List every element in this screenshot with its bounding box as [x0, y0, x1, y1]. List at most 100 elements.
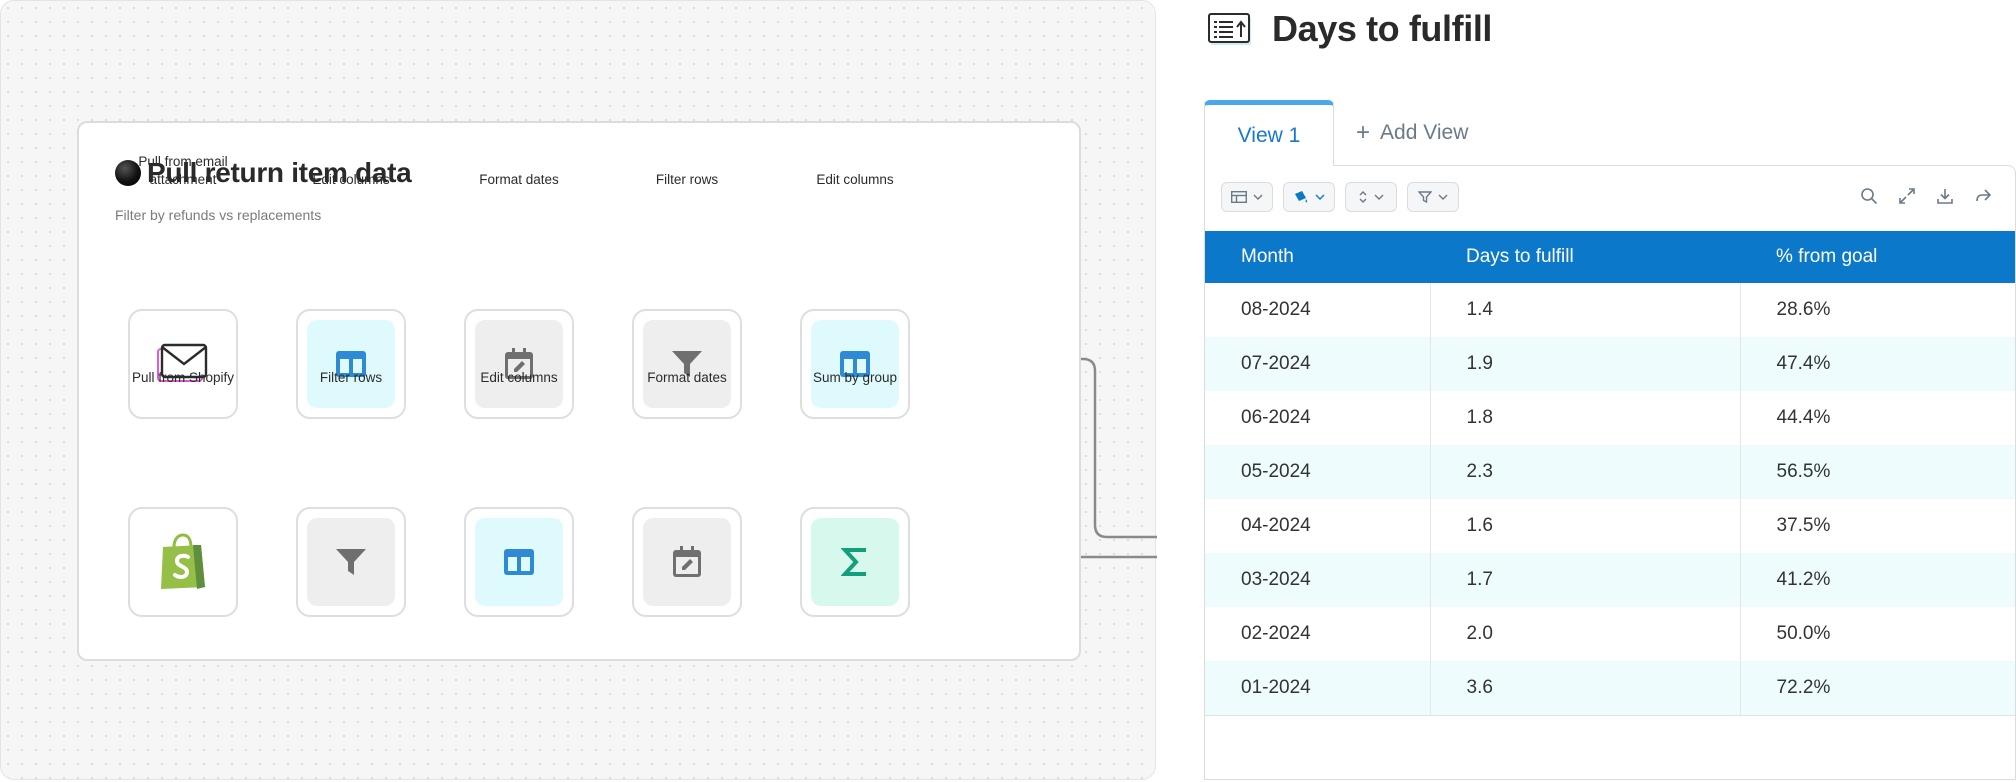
step-box[interactable] — [464, 309, 574, 419]
table-row: 06-2024 1.8 44.4% — [1205, 391, 2015, 445]
tab-view-1[interactable]: View 1 — [1204, 100, 1334, 166]
step-box[interactable] — [296, 309, 406, 419]
table-cell[interactable]: 07-2024 — [1205, 337, 1431, 391]
chevron-down-icon — [1374, 194, 1384, 200]
table-cell[interactable]: 1.7 — [1430, 553, 1741, 607]
table-toolbar — [1221, 182, 1459, 212]
step-label: Filter rows — [319, 370, 383, 385]
table-cell[interactable]: 04-2024 — [1205, 499, 1431, 553]
search-button[interactable] — [1859, 186, 1879, 206]
columns-icon — [504, 549, 534, 575]
table-cell[interactable]: 01-2024 — [1205, 661, 1431, 716]
table-row: 08-2024 1.4 28.6% — [1205, 283, 2015, 337]
sigma-icon — [841, 548, 866, 576]
table-cell[interactable]: 2.0 — [1430, 607, 1741, 661]
table-cell[interactable]: 1.4 — [1430, 283, 1741, 337]
filter-dropdown[interactable] — [1407, 182, 1459, 212]
table-row: 03-2024 1.7 41.2% — [1205, 553, 2015, 607]
columns-icon — [840, 351, 870, 377]
add-view-button[interactable]: + Add View — [1334, 100, 1468, 166]
flow-subtitle: Filter by refunds vs replacements — [115, 207, 322, 223]
add-view-label: Add View — [1380, 121, 1469, 144]
expand-icon — [1899, 188, 1915, 204]
table-header-row: Month Days to fulfill % from goal — [1205, 231, 2015, 283]
table-panel: Month Days to fulfill % from goal 08-202… — [1204, 165, 2016, 780]
step-box[interactable] — [800, 309, 910, 419]
filter-icon — [672, 351, 702, 377]
column-header[interactable]: % from goal — [1740, 231, 2015, 283]
table-cell[interactable]: 1.8 — [1430, 391, 1741, 445]
table-cell[interactable]: 47.4% — [1740, 337, 2015, 391]
step-box[interactable] — [800, 507, 910, 617]
table-row: 05-2024 2.3 56.5% — [1205, 445, 2015, 499]
data-table: Month Days to fulfill % from goal 08-202… — [1205, 231, 2015, 716]
table-cell[interactable]: 37.5% — [1776, 515, 1831, 536]
flow-title-row: Pull return item data — [115, 157, 412, 189]
step-box[interactable] — [296, 507, 406, 617]
step-label: Edit columns — [480, 370, 558, 385]
table-cell[interactable]: 1.9 — [1430, 337, 1741, 391]
email-icon — [157, 343, 208, 382]
shopify-icon — [161, 533, 205, 589]
flow-card[interactable]: Pull return item data Filter by refunds … — [77, 121, 1081, 661]
step-box[interactable] — [632, 309, 742, 419]
step-box[interactable] — [128, 507, 238, 617]
step-label: Edit columns — [312, 172, 390, 187]
plus-icon: + — [1356, 119, 1371, 146]
step-box[interactable] — [128, 309, 238, 419]
filter-icon — [336, 549, 366, 575]
filter-icon — [1418, 191, 1432, 203]
panel-header: Days to fulfill — [1208, 8, 1492, 50]
table-cell[interactable]: 02-2024 — [1205, 607, 1431, 661]
status-dot-icon — [115, 160, 141, 186]
panel-title: Days to fulfill — [1272, 8, 1493, 49]
table-cell[interactable]: 08-2024 — [1205, 283, 1431, 337]
table-cell[interactable]: 2.3 — [1430, 445, 1741, 499]
search-icon — [1861, 188, 1878, 205]
share-button[interactable] — [1973, 186, 1993, 206]
table-cell[interactable]: 44.4% — [1776, 407, 1831, 428]
calendar-edit-icon — [673, 546, 701, 577]
sort-dropdown[interactable] — [1345, 182, 1397, 212]
table-row: 02-2024 2.0 50.0% — [1205, 607, 2015, 661]
column-header[interactable]: Month — [1205, 231, 1430, 283]
workflow-canvas[interactable]: Pull return item data Filter by refunds … — [0, 0, 1157, 780]
table-cell[interactable]: 72.2% — [1740, 661, 2015, 716]
view-tabs: View 1 + Add View — [1204, 100, 1468, 166]
step-label: Format dates — [479, 172, 559, 187]
table-cell[interactable]: 56.5% — [1740, 445, 2015, 499]
chevron-down-icon — [1315, 194, 1325, 200]
step-label: Sum by group — [812, 370, 898, 385]
calendar-edit-icon — [505, 348, 533, 379]
tab-connector — [1205, 163, 1333, 167]
column-header[interactable]: Days to fulfill — [1430, 231, 1740, 283]
table-cell[interactable]: 1.6 — [1430, 499, 1741, 553]
table-row: 01-2024 3.6 72.2% — [1205, 661, 2015, 716]
step-label: Pull from Shopify — [131, 370, 235, 385]
table-cell[interactable]: 41.2% — [1740, 553, 2015, 607]
table-row: 07-2024 1.9 47.4% — [1205, 337, 2015, 391]
step-box[interactable] — [464, 507, 574, 617]
step-box[interactable] — [632, 507, 742, 617]
color-dropdown[interactable] — [1283, 182, 1335, 212]
table-cell[interactable]: 50.0% — [1776, 623, 1831, 644]
step-label: Filter rows — [655, 172, 719, 187]
table-view-dropdown[interactable] — [1221, 182, 1273, 212]
table-row: 04-2024 1.6 37.5% — [1205, 499, 2015, 553]
chevron-down-icon — [1253, 194, 1263, 200]
table-cell[interactable]: 3.6 — [1430, 661, 1741, 716]
table-cell[interactable]: 06-2024 — [1205, 391, 1431, 445]
expand-button[interactable] — [1897, 186, 1917, 206]
table-cell[interactable]: 05-2024 — [1205, 445, 1431, 499]
sort-icon — [1359, 191, 1367, 203]
download-button[interactable] — [1935, 186, 1955, 206]
step-label: Pull from email attachment — [138, 154, 228, 187]
table-cell[interactable]: 03-2024 — [1205, 553, 1431, 607]
table-export-icon — [1208, 13, 1251, 45]
output-wire-1 — [910, 357, 1157, 539]
share-icon — [1976, 189, 1992, 202]
table-cell[interactable]: 28.6% — [1776, 299, 1831, 320]
flow-title: Pull return item data — [147, 157, 412, 188]
table-icon — [1231, 191, 1247, 203]
paint-bucket-icon — [1295, 191, 1308, 203]
